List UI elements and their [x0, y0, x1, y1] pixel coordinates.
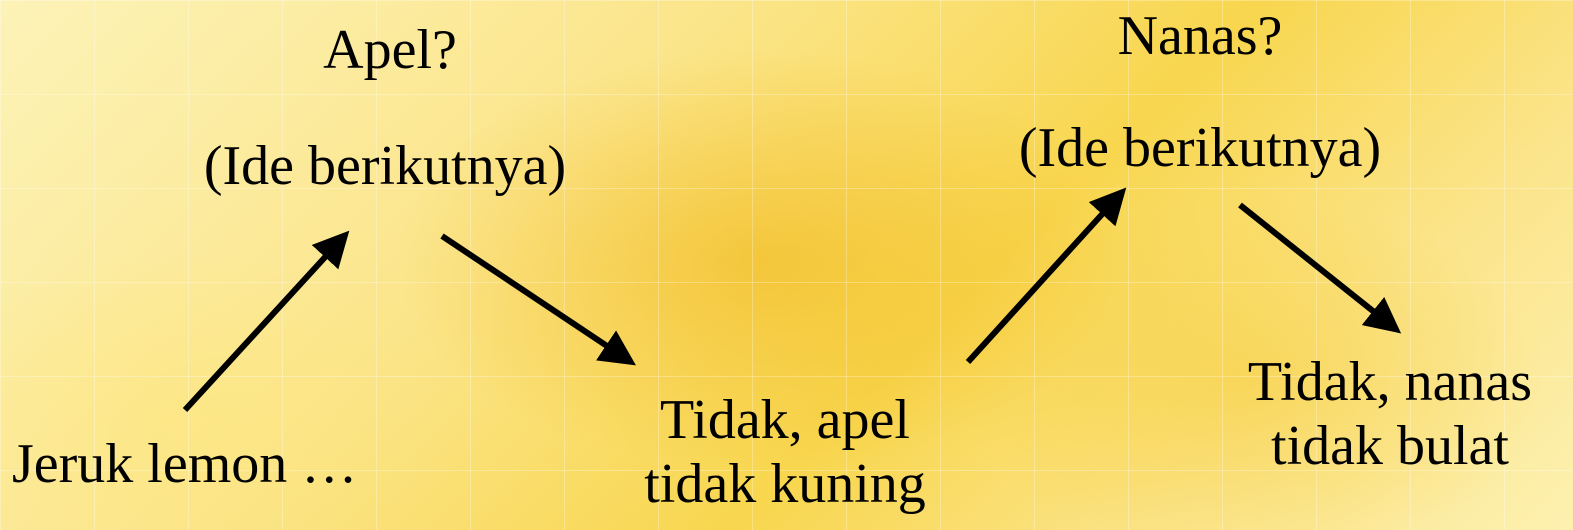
next-idea-label-1: (Ide berikutnya) — [203, 135, 567, 197]
answer-apel-line-1: Tidak, apel — [660, 389, 910, 451]
next-idea-label-2: (Ide berikutnya) — [1018, 117, 1382, 179]
question-nanas: Nanas? — [1117, 5, 1283, 67]
answer-apel-line-2: tidak kuning — [644, 453, 926, 515]
arrow-nanas-to-answer — [1238, 202, 1402, 334]
arrow-answer-to-nanas — [965, 187, 1127, 365]
answer-apel: Tidak, apel tidak kuning — [600, 388, 970, 516]
arrow-apel-to-answer — [440, 233, 636, 366]
answer-nanas-line-2: tidak bulat — [1271, 415, 1509, 477]
arrow-start-to-apel — [182, 230, 350, 413]
question-apel: Apel? — [323, 19, 457, 81]
start-statement: Jeruk lemon … — [12, 433, 358, 495]
answer-nanas-line-1: Tidak, nanas — [1247, 351, 1533, 413]
answer-nanas: Tidak, nanas tidak bulat — [1210, 350, 1570, 478]
